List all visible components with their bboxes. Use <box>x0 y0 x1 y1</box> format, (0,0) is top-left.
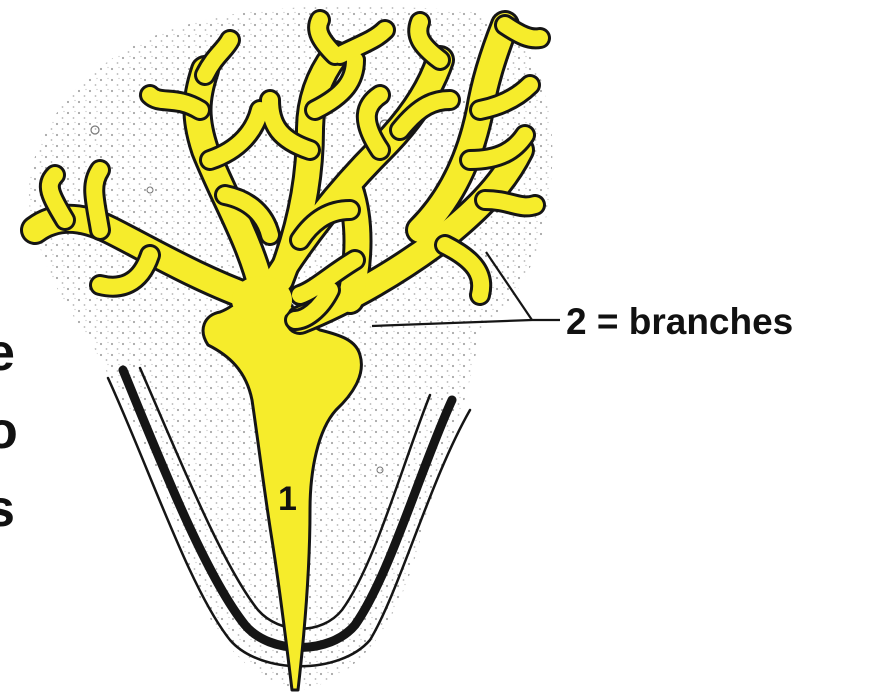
branches-label: 2 = branches <box>566 301 793 342</box>
cut-off-text-1: e <box>0 324 15 382</box>
cut-off-text-3: s <box>0 480 15 538</box>
cut-off-text-2: o <box>0 402 18 460</box>
duct-number-label: 1 <box>278 480 297 518</box>
